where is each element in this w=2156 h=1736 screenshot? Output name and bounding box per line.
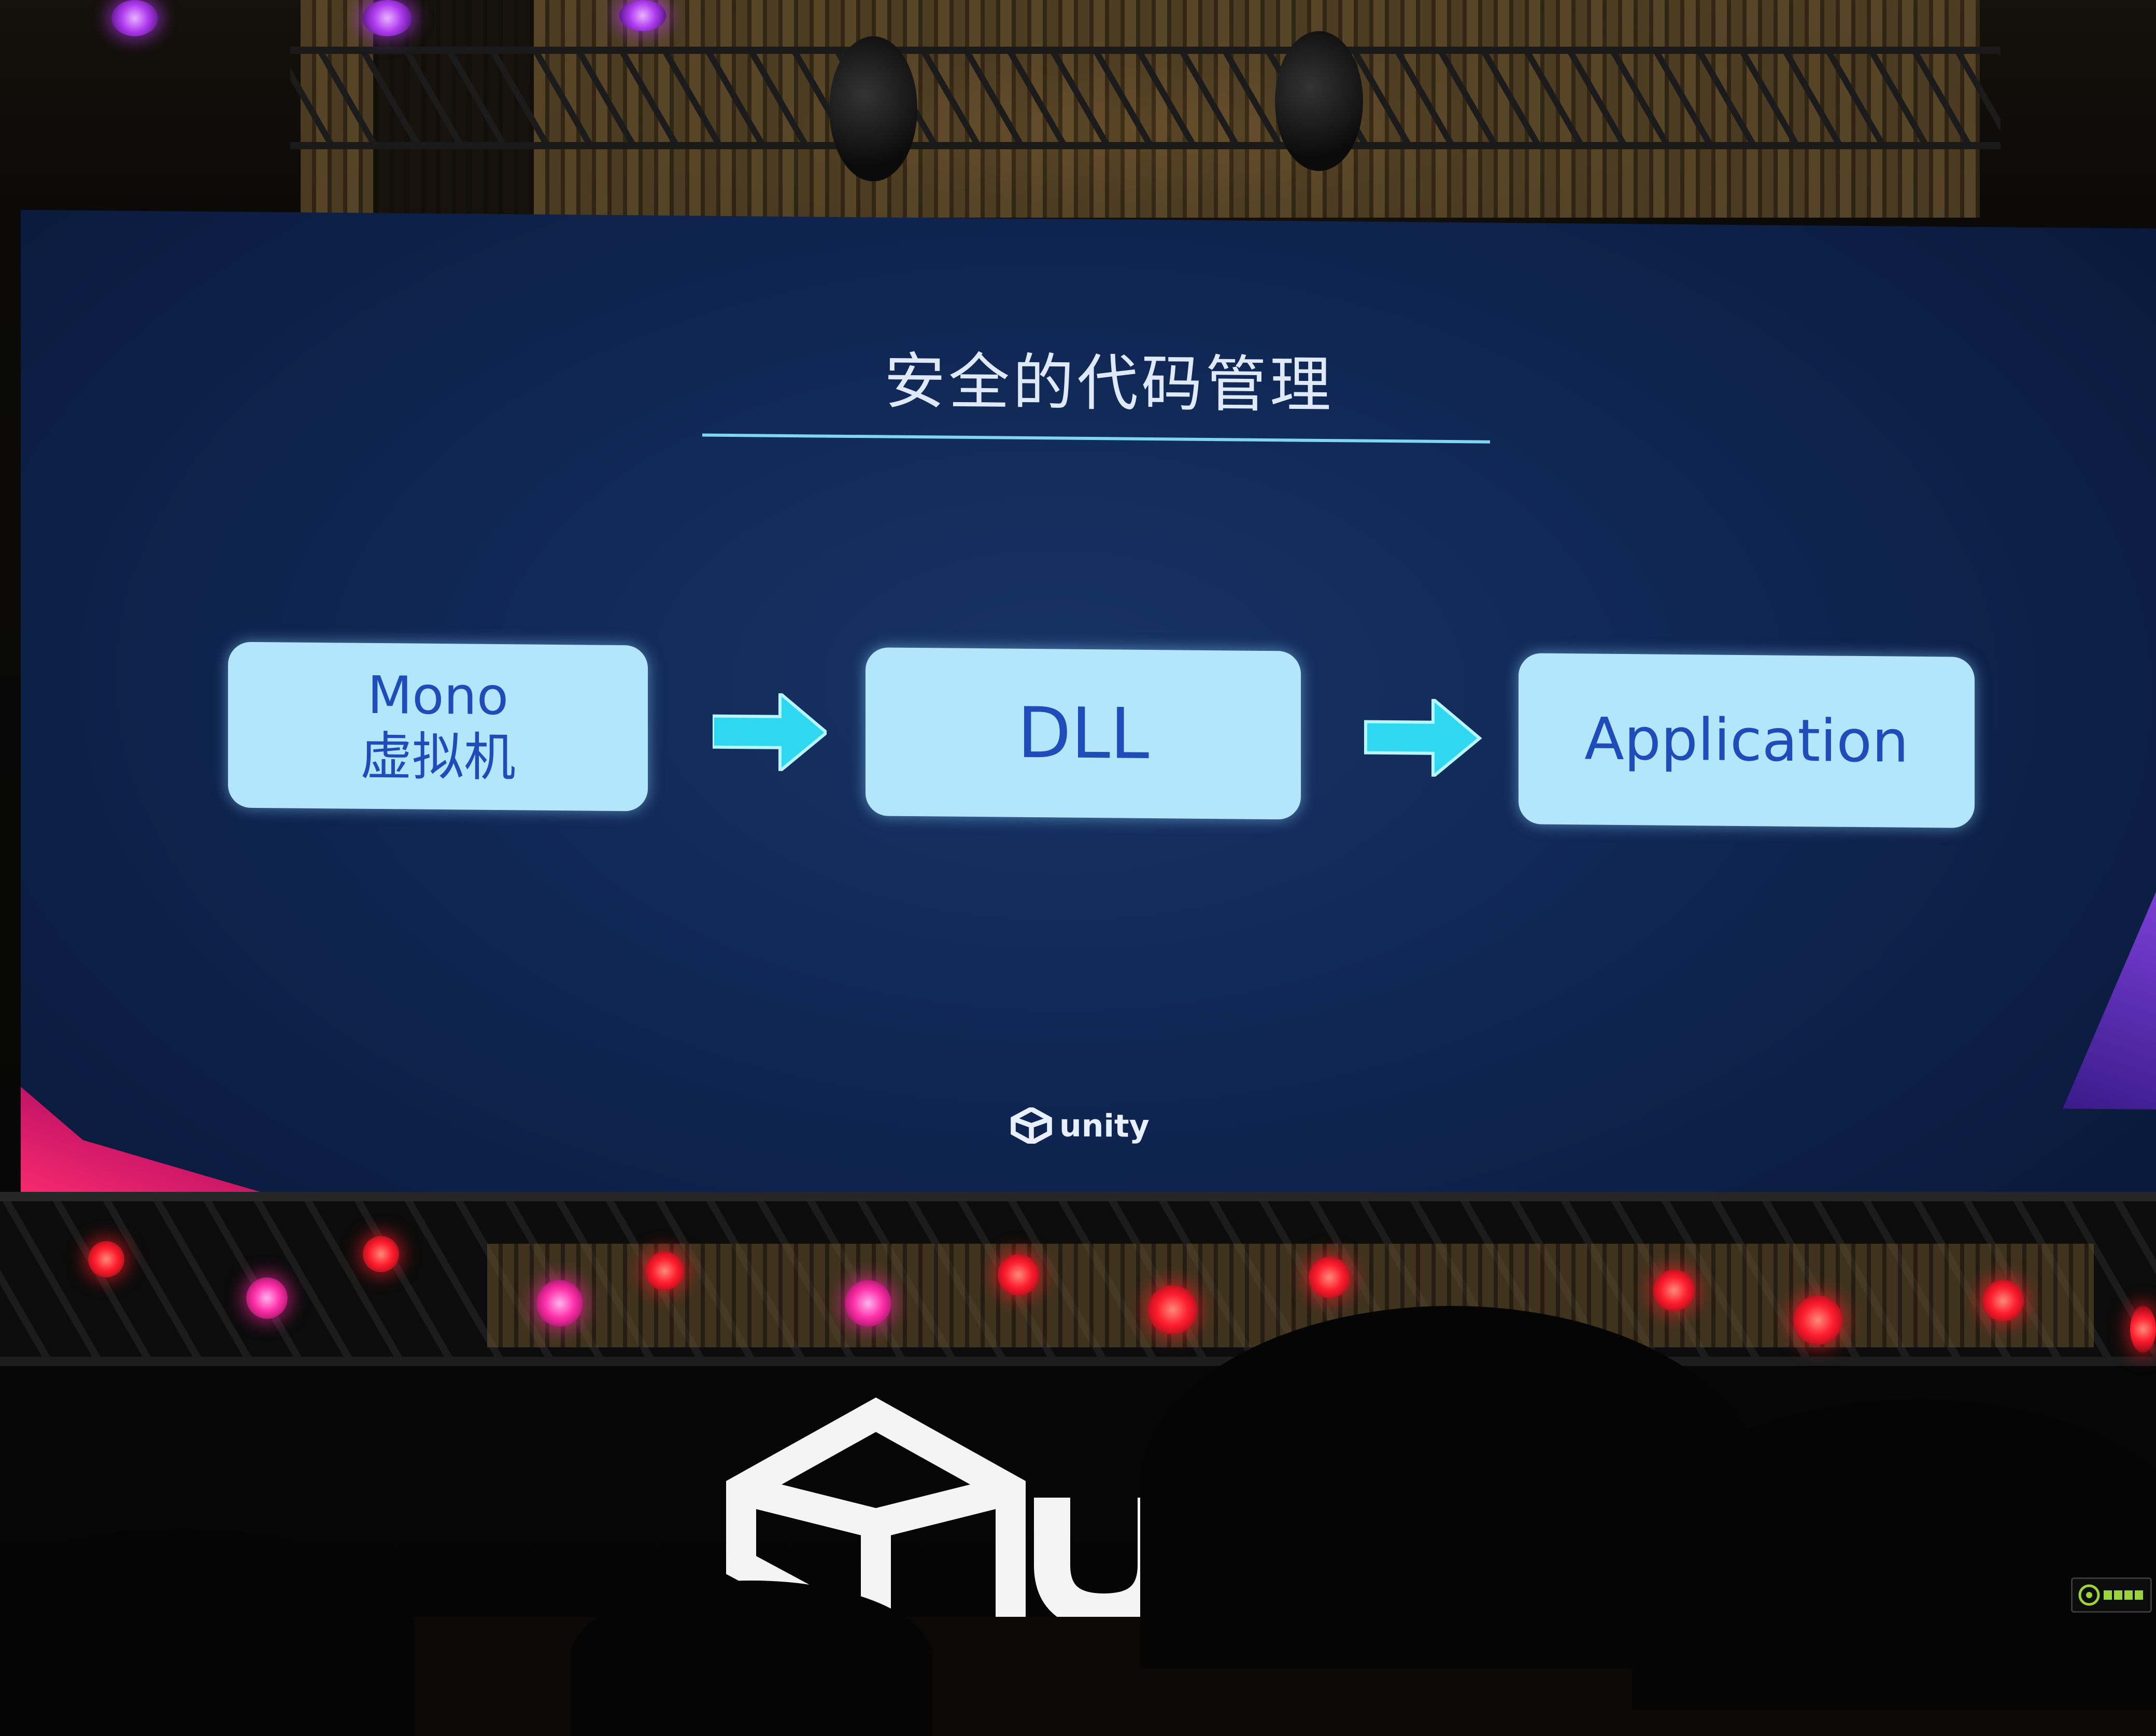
arrow-right-icon xyxy=(1364,698,1482,777)
audience-silhouette xyxy=(570,1581,933,1736)
top-lighting-truss xyxy=(290,47,2001,149)
flow-box-dll: DLL xyxy=(866,647,1301,820)
flow-box-mono: Mono 虚拟机 xyxy=(228,642,648,812)
watermark-logo-icon xyxy=(2078,1584,2100,1606)
stage-light-icon xyxy=(845,1280,891,1327)
stage-light-icon xyxy=(645,1251,684,1290)
moving-head-fixture xyxy=(1275,31,1363,171)
top-stage-light xyxy=(363,0,412,36)
decorative-corner-purple xyxy=(2063,891,2156,1109)
flow-box-mono-line1: Mono xyxy=(367,664,509,727)
stage-light-icon xyxy=(1793,1296,1842,1345)
title-underline xyxy=(702,433,1490,444)
slide-title: 安全的代码管理 xyxy=(884,345,1334,421)
stage-light-icon xyxy=(1309,1257,1350,1298)
decorative-corner-pink xyxy=(21,1034,332,1213)
watermark-mark xyxy=(2104,1590,2143,1600)
moving-head-fixture xyxy=(829,36,917,181)
unity-logo-icon xyxy=(1011,1107,1052,1144)
watermark-badge xyxy=(2071,1577,2152,1613)
slide-unity-logo: unity xyxy=(1011,1105,1150,1147)
stage-light-icon xyxy=(363,1236,399,1272)
flow-box-mono-line2: 虚拟机 xyxy=(360,725,516,788)
top-stage-light xyxy=(111,0,158,36)
flow-box-dll-label: DLL xyxy=(1017,692,1150,775)
stage-light-icon xyxy=(1982,1280,2024,1321)
stage-light-icon xyxy=(2130,1306,2156,1353)
stage-light-icon xyxy=(1148,1285,1197,1334)
projection-screen: 安全的代码管理 Mono 虚拟机 DLL Application unity xyxy=(21,210,2156,1229)
flow-box-application-label: Application xyxy=(1584,705,1909,776)
arrow-right-icon xyxy=(713,692,827,772)
stage-light-icon xyxy=(536,1280,583,1327)
stage-light-icon xyxy=(246,1277,288,1319)
stage-light-icon xyxy=(88,1241,124,1277)
stage-light-icon xyxy=(998,1254,1039,1296)
flow-box-application: Application xyxy=(1519,653,1975,828)
stage-light-icon xyxy=(1653,1270,1695,1311)
slide-logo-text: unity xyxy=(1059,1107,1150,1145)
top-stage-light xyxy=(619,0,666,31)
